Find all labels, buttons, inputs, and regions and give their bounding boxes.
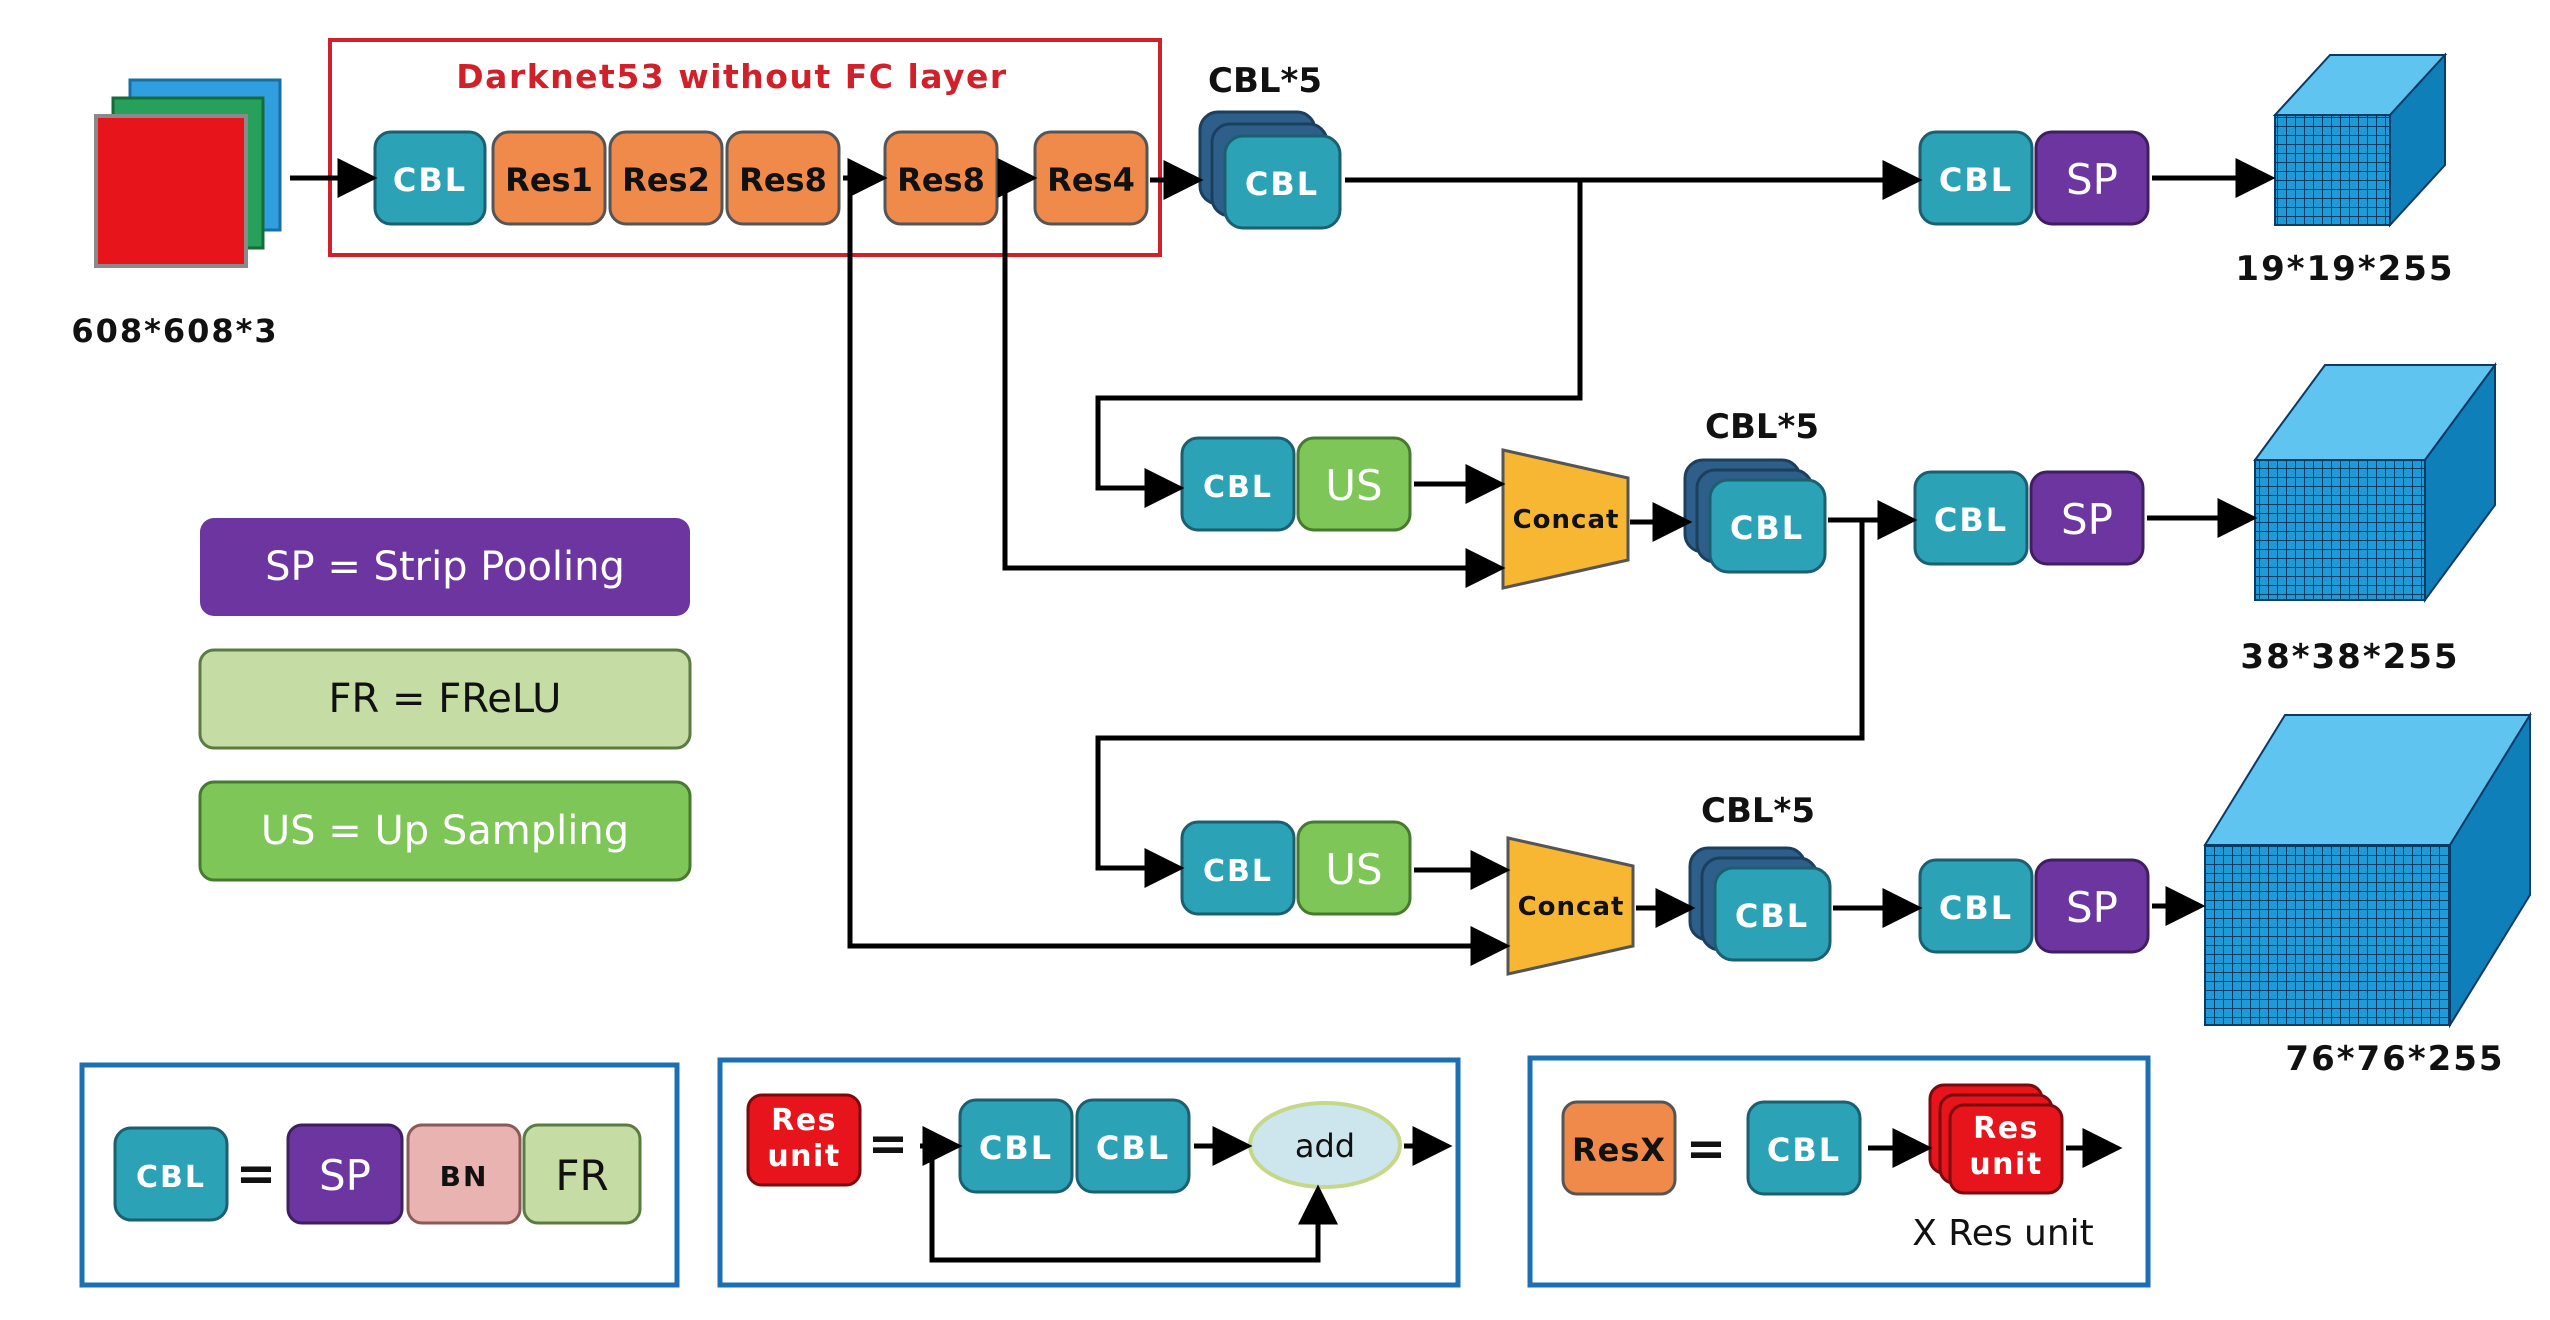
- concat-block-row3: Concat: [1506, 836, 1635, 976]
- resx-def-caption: X Res unit: [1912, 1213, 2094, 1254]
- svg-text:CBL: CBL: [136, 1160, 206, 1195]
- svg-text:US: US: [1325, 461, 1382, 510]
- svg-text:Concat: Concat: [1518, 892, 1625, 922]
- resx-def-block: ResX: [1561, 1100, 1677, 1196]
- legend-strip-pooling: SP = Strip Pooling: [200, 518, 690, 616]
- res-unit-def-block: Res unit: [746, 1093, 862, 1187]
- res8-block-1: Res8: [725, 130, 841, 226]
- input-dims-label: 608*608*3: [71, 312, 278, 350]
- svg-text:US = Up Sampling: US = Up Sampling: [261, 808, 629, 854]
- output-dims-19: 19*19*255: [2235, 249, 2454, 289]
- svg-text:CBL: CBL: [1939, 161, 2013, 199]
- svg-text:Res: Res: [1973, 1111, 2039, 1146]
- svg-text:CBL: CBL: [1203, 854, 1273, 889]
- svg-text:CBL: CBL: [1939, 889, 2013, 927]
- svg-text:CBL: CBL: [1767, 1131, 1841, 1169]
- res-unit-def-equals: =: [868, 1116, 908, 1172]
- svg-text:CBL: CBL: [1096, 1129, 1170, 1167]
- cbl-block-head-1: CBL: [1918, 130, 2034, 226]
- svg-text:US: US: [1325, 845, 1382, 894]
- svg-text:Res8: Res8: [739, 161, 827, 199]
- res8-block-2: Res8: [883, 130, 999, 226]
- svg-text:Res1: Res1: [505, 161, 593, 199]
- res-unit-def-cbl-1: CBL: [958, 1098, 1074, 1194]
- svg-text:SP: SP: [2066, 883, 2118, 932]
- cbl5-stack-3: CBL: [1688, 846, 1832, 962]
- cbl-block: CBL: [373, 130, 487, 226]
- svg-text:ResX: ResX: [1572, 1131, 1666, 1169]
- svg-text:FR = FReLU: FR = FReLU: [329, 676, 562, 722]
- svg-text:Res: Res: [771, 1103, 837, 1138]
- output-dims-38: 38*38*255: [2240, 637, 2459, 677]
- output-tensor-cube-76: [2203, 711, 2532, 1029]
- svg-text:Res2: Res2: [622, 161, 710, 199]
- svg-text:SP: SP: [2061, 495, 2113, 544]
- resx-def-cbl-block: CBL: [1746, 1100, 1862, 1196]
- svg-text:add: add: [1295, 1127, 1355, 1165]
- res2-block: Res2: [608, 130, 724, 226]
- svg-text:Res8: Res8: [897, 161, 985, 199]
- sp-block-head-3: SP: [2034, 858, 2150, 954]
- resx-definition-box: [1527, 1055, 2151, 1288]
- cbl5-label-1: CBL*5: [1208, 61, 1322, 101]
- svg-text:Res4: Res4: [1047, 161, 1135, 199]
- input-image-stack: [94, 78, 282, 268]
- resx-def-equals: =: [1686, 1121, 1726, 1177]
- res1-block: Res1: [491, 130, 607, 226]
- res4-block: Res4: [1033, 130, 1149, 226]
- svg-text:CBL: CBL: [1934, 501, 2008, 539]
- svg-text:CBL: CBL: [1203, 470, 1273, 505]
- cbl-definition-box: [79, 1062, 680, 1288]
- svg-text:CBL: CBL: [1735, 897, 1809, 935]
- res-unit-def-cbl-2: CBL: [1075, 1098, 1191, 1194]
- svg-text:FR: FR: [555, 1151, 608, 1200]
- svg-text:CBL: CBL: [979, 1129, 1053, 1167]
- cbl5-stack-2: CBL: [1683, 458, 1827, 574]
- cbl5-label-2: CBL*5: [1705, 407, 1819, 447]
- svg-text:Concat: Concat: [1513, 505, 1620, 535]
- svg-text:CBL: CBL: [1245, 165, 1319, 203]
- cbl-block-head-3: CBL: [1918, 858, 2034, 954]
- cbl-block-row3: CBL: [1180, 820, 1296, 916]
- svg-text:SP = Strip Pooling: SP = Strip Pooling: [265, 544, 625, 590]
- resx-def-res-unit-stack: Res unit: [1928, 1083, 2064, 1195]
- cbl5-stack-1: CBL: [1198, 110, 1342, 230]
- svg-text:CBL: CBL: [1730, 509, 1804, 547]
- svg-text:unit: unit: [1969, 1147, 2042, 1182]
- res-unit-definition-box: [717, 1057, 1461, 1288]
- legend-up-sampling: US = Up Sampling: [198, 780, 692, 882]
- cbl-block-head-2: CBL: [1913, 470, 2029, 566]
- cbl-def-bn-block: BN: [406, 1123, 522, 1225]
- svg-text:BN: BN: [440, 1160, 489, 1193]
- output-tensor-cube-19: [2272, 52, 2448, 228]
- res-unit-def-connectors: [920, 1126, 1453, 1263]
- backbone-title: Darknet53 without FC layer: [456, 57, 1007, 96]
- cbl-def-fr-block: FR: [522, 1123, 642, 1225]
- cbl-block-row2: CBL: [1180, 436, 1296, 532]
- concat-block-row2: Concat: [1501, 448, 1630, 590]
- legend-frelu: FR = FReLU: [198, 648, 692, 750]
- svg-text:CBL: CBL: [393, 161, 467, 199]
- res-unit-def-add-node: add: [1248, 1101, 1402, 1189]
- sp-block-head-1: SP: [2034, 130, 2150, 226]
- sp-block-head-2: SP: [2029, 470, 2145, 566]
- us-block-row2: US: [1296, 436, 1412, 532]
- connectors: [290, 158, 2276, 966]
- output-tensor-cube-38: [2253, 361, 2497, 604]
- cbl-def-sp-block: SP: [286, 1123, 404, 1225]
- svg-text:SP: SP: [2066, 155, 2118, 204]
- cbl-def-cbl-block: CBL: [113, 1126, 229, 1222]
- svg-text:unit: unit: [767, 1139, 840, 1174]
- cbl-def-equals: =: [236, 1146, 276, 1202]
- output-dims-76: 76*76*255: [2285, 1039, 2504, 1079]
- us-block-row3: US: [1296, 820, 1412, 916]
- svg-text:SP: SP: [319, 1151, 371, 1200]
- cbl5-label-3: CBL*5: [1701, 791, 1815, 831]
- backbone-frame: [328, 38, 1162, 257]
